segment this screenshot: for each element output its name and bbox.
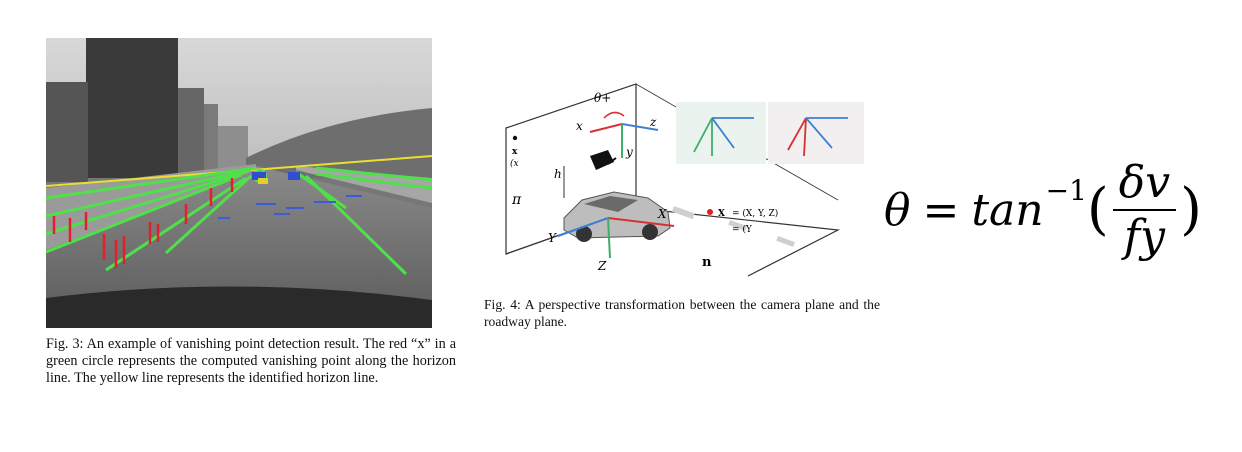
equation-denominator: fy (1123, 211, 1166, 262)
n-label: n (702, 255, 712, 270)
hc-label: h (554, 167, 562, 181)
equation-left-paren: ( (1086, 177, 1109, 242)
equation-equals: = (922, 184, 960, 236)
equation-numerator: δv (1112, 159, 1177, 211)
xcam-label: x (512, 147, 518, 157)
figure-4-caption: Fig. 4: A perspective transformation bet… (484, 297, 880, 329)
pi-label: π (511, 192, 522, 208)
xw-eq1-label: = (X, Y, Z) (732, 208, 778, 219)
zr-label: Z (597, 259, 607, 273)
yr-label: Y (548, 231, 557, 245)
equation-right-paren: ) (1180, 177, 1202, 242)
perspective-diagram: θ+ x z y h x (x π Y Z X X = (X, Y, Z) = … (505, 83, 864, 277)
xc-label: x (576, 119, 583, 133)
xw-eq2-label: = (Y (732, 224, 753, 235)
equation-lhs: θ (884, 184, 911, 236)
zc-label: z (649, 115, 657, 129)
road-scene: x (46, 38, 432, 328)
figure-4-diagram: θ+ x z y h x (x π Y Z X X = (X, Y, Z) = … (498, 80, 870, 280)
yc-label: y (625, 145, 633, 159)
theta-equation: θ = tan −1 ( δv fy ) (884, 150, 1224, 270)
theta-plus-label: θ+ (594, 91, 611, 105)
xcam-paren-label: (x (510, 158, 519, 169)
equation-function: tan (971, 184, 1044, 236)
figure-3-image: x (46, 38, 432, 328)
xw-label: X (718, 209, 725, 219)
figure-3-caption: Fig. 3: An example of vanishing point de… (46, 336, 456, 386)
equation-superscript: −1 (1045, 173, 1087, 207)
xr-label: X (657, 207, 667, 221)
equation-fraction: δv fy (1112, 159, 1177, 262)
